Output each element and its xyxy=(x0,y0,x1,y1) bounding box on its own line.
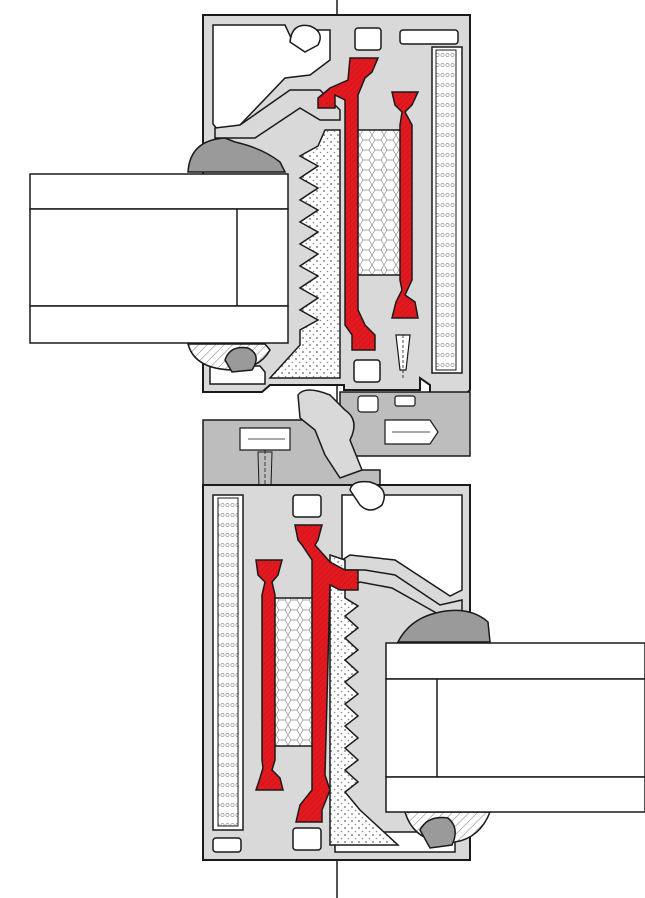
lower-glazing-gasket-top xyxy=(396,609,491,643)
lower-glass-pane-outer xyxy=(385,642,645,680)
upper-glazing-gasket-top xyxy=(187,137,287,173)
upper-frame-right-insulation xyxy=(435,49,457,371)
lower-gasket-bulb xyxy=(419,816,456,849)
lower-frame-top-slot xyxy=(292,494,322,518)
lower-frame-left-insulation xyxy=(217,497,239,827)
coupler-center-seal xyxy=(297,389,363,479)
upper-glass-cavity xyxy=(29,208,289,307)
coupler-slot-small xyxy=(394,395,416,407)
lower-frame-bottom-left-slot xyxy=(212,837,242,853)
upper-thermal-break-outer xyxy=(317,57,380,351)
lower-thermal-break-outer xyxy=(294,524,359,823)
lower-glass-cavity xyxy=(385,678,645,778)
lower-frame-top-hook xyxy=(349,480,385,511)
coupler-slot xyxy=(357,395,379,413)
lower-glass-unit xyxy=(385,642,645,813)
upper-glass-pane-outer xyxy=(29,173,289,210)
lower-thermal-break-inner xyxy=(254,559,284,791)
upper-frame-glazing-arm xyxy=(214,89,341,139)
upper-frame-top-slot xyxy=(354,27,382,51)
upper-frame-bottom-slot xyxy=(353,359,381,383)
upper-frame-top-hook xyxy=(289,24,321,53)
middle-coupler xyxy=(202,389,471,530)
lower-frame-bottom-slot xyxy=(292,827,322,851)
upper-insulation-side xyxy=(268,129,341,379)
lower-glass-pane-inner xyxy=(385,776,645,813)
upper-glass-pane-inner xyxy=(29,305,289,344)
upper-thermal-break-inner xyxy=(391,91,420,319)
upper-frame-top-right-slot xyxy=(399,29,459,45)
upper-screw-detail xyxy=(395,334,411,378)
upper-glass-unit xyxy=(29,173,289,344)
upper-gasket-bulb xyxy=(224,346,257,373)
lower-insulation-side xyxy=(329,553,400,846)
